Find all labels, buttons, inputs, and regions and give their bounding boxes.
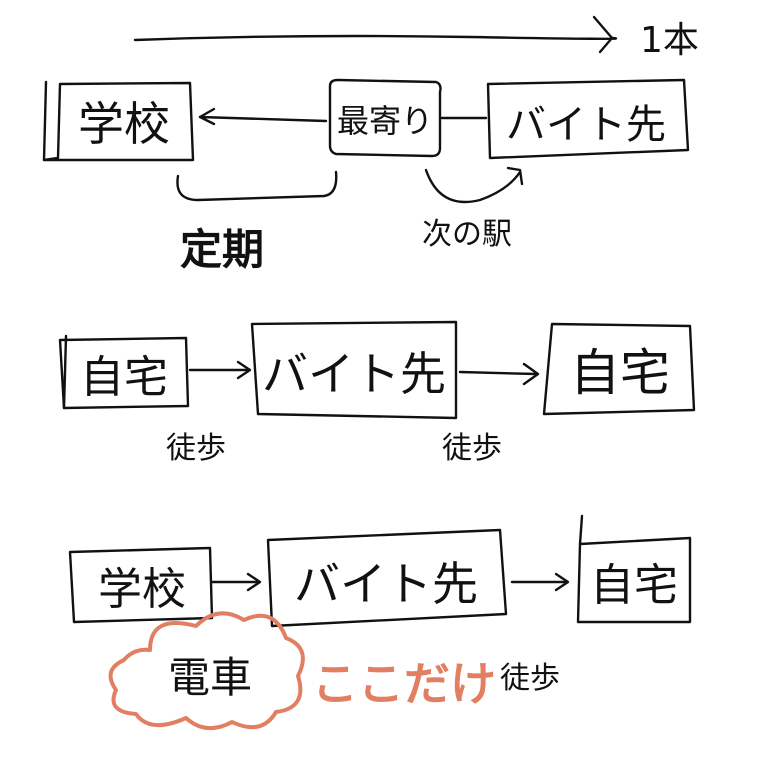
row2-home-start-label: 自宅	[80, 352, 168, 403]
commuter-pass-bracket	[176, 170, 338, 202]
commuter-pass-label: 定期	[180, 225, 264, 274]
row1-nearest-box	[328, 78, 442, 158]
row3-only-here-label: ここだけ	[312, 657, 496, 711]
row3-school-label: 学校	[98, 564, 186, 615]
row3-walk-label: 徒歩	[500, 661, 560, 696]
row3-train-label: 電車	[168, 653, 252, 702]
row2-home-start-box	[58, 334, 190, 410]
row1-school-box	[42, 80, 195, 162]
train-cloud	[108, 611, 305, 730]
row3-work-label: バイト先	[294, 557, 478, 611]
next-station-arrow	[424, 166, 524, 204]
one-line-arrow	[133, 15, 618, 54]
row3-home-label: 自宅	[590, 560, 678, 611]
row2-home-end-label: 自宅	[570, 344, 670, 402]
row3-arrow-1	[210, 572, 262, 592]
row2-arrow-2	[458, 362, 540, 386]
row2-walk-label-2: 徒歩	[442, 431, 502, 466]
row2-walk-label-1: 徒歩	[166, 431, 226, 466]
row2-work-box	[250, 320, 458, 420]
row3-school-box	[68, 546, 214, 624]
row2-work-label: バイト先	[262, 347, 446, 401]
row1-work-label: バイト先	[506, 102, 666, 148]
row3-work-box	[266, 528, 508, 628]
one-line-label: 1本	[640, 20, 699, 61]
row3-home-box	[576, 514, 692, 624]
row1-school-label: 学校	[78, 97, 170, 151]
row2-home-end-box	[542, 322, 696, 416]
row3-arrow-2	[510, 572, 570, 592]
row2-arrow-1	[188, 360, 252, 380]
row1-work-box	[486, 78, 690, 160]
row1-arrow-nearest-to-school	[198, 107, 328, 126]
row1-nearest-label: 最寄り	[337, 102, 433, 140]
next-station-label: 次の駅	[422, 217, 512, 252]
